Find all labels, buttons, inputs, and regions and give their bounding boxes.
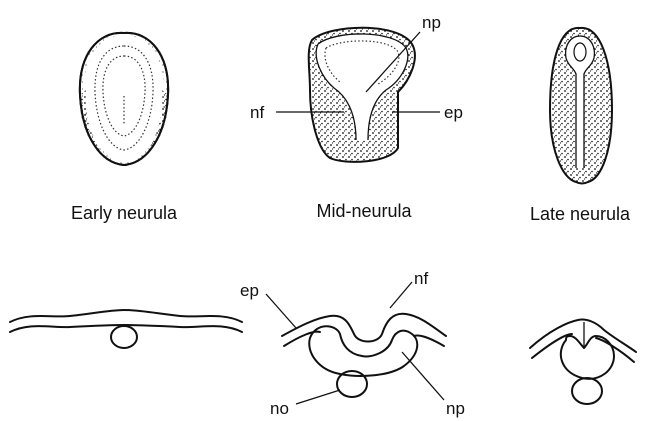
nf-leader-bottom: [390, 282, 412, 308]
late-neurula-embryo: [550, 28, 612, 184]
np-leader-bottom: [402, 352, 444, 400]
caption-late-neurula: Late neurula: [530, 204, 631, 224]
ep-leader-bottom: [266, 294, 296, 328]
mid-neurula-embryo: [309, 28, 415, 162]
late-neurula-cross-section: [530, 319, 636, 404]
label-nf-bottom: nf: [414, 269, 428, 288]
label-no-bottom: no: [270, 399, 289, 418]
mid-neurula-cross-section: [282, 314, 446, 397]
caption-early-neurula: Early neurula: [71, 203, 178, 223]
label-np-top: np: [422, 13, 441, 32]
early-neurula-embryo: [80, 33, 168, 165]
caption-mid-neurula: Mid-neurula: [316, 201, 412, 221]
early-neurula-cross-section: [10, 310, 242, 348]
no-leader-bottom: [296, 390, 340, 404]
label-ep-bottom: ep: [240, 281, 259, 300]
label-ep-top: ep: [444, 103, 463, 122]
label-np-bottom: np: [446, 399, 465, 418]
label-nf-top: nf: [250, 103, 264, 122]
